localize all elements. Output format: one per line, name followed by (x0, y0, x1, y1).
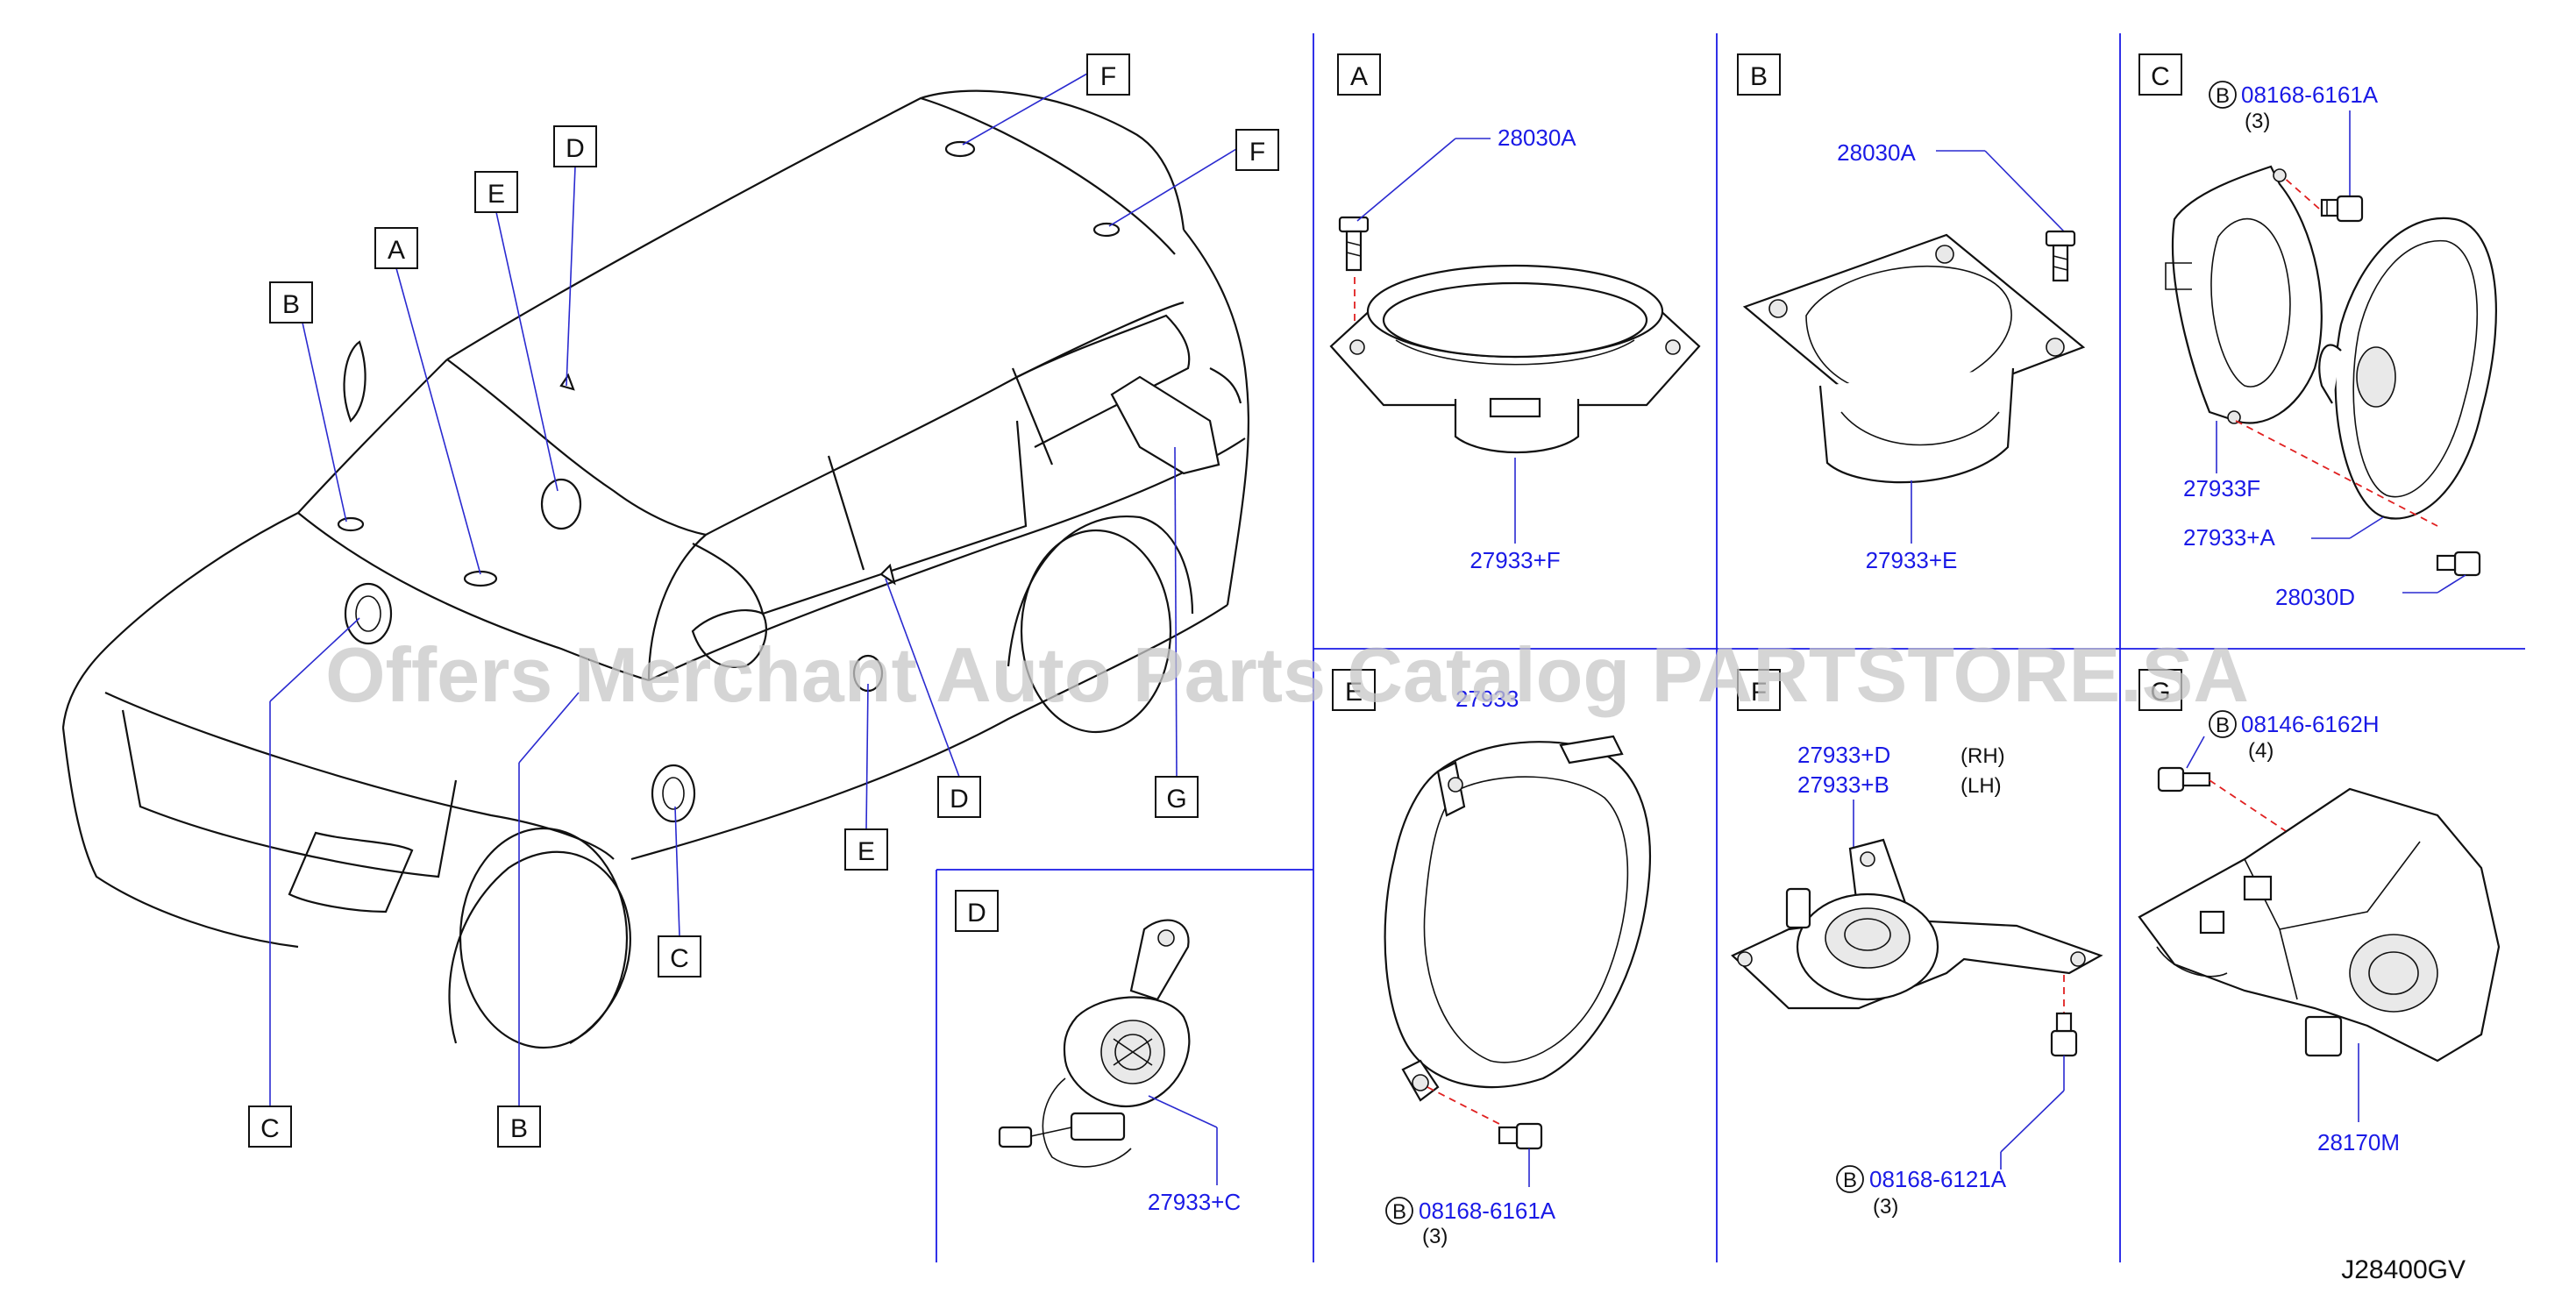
tweeter-f-icon (1731, 838, 2103, 1010)
svg-text:28030A: 28030A (1498, 124, 1576, 151)
svg-text:27933+C: 27933+C (1148, 1189, 1241, 1215)
svg-text:27933+A: 27933+A (2183, 524, 2275, 551)
svg-text:(RH): (RH) (1960, 744, 2005, 768)
svg-text:27933+B: 27933+B (1797, 771, 1889, 798)
svg-text:B: B (2216, 84, 2230, 108)
svg-text:(3): (3) (2245, 110, 2270, 133)
svg-text:A: A (388, 236, 405, 265)
svg-text:B: B (1392, 1200, 1406, 1224)
svg-text:B: B (282, 290, 300, 319)
callout-e-bottom[interactable]: E (844, 828, 888, 871)
callout-a-top[interactable]: A (374, 227, 418, 269)
svg-text:C: C (2151, 62, 2170, 91)
callout-g-bottom[interactable]: G (1155, 776, 1199, 818)
speaker-location-c-front (344, 582, 393, 645)
callout-d-top[interactable]: D (553, 125, 597, 167)
speaker-location-f-2 (1092, 222, 1121, 238)
svg-text:28030A: 28030A (1837, 139, 1916, 166)
svg-text:B: B (510, 1114, 528, 1143)
speaker-bracket-c-icon (2165, 165, 2323, 424)
svg-text:27933F: 27933F (2183, 475, 2260, 501)
screw-icon (2045, 230, 2076, 282)
svg-text:(LH): (LH) (1960, 774, 2002, 798)
svg-text:E: E (857, 837, 875, 866)
badge-b (2209, 710, 2237, 738)
svg-text:F: F (1751, 678, 1767, 707)
speaker-b-icon (1742, 233, 2086, 484)
svg-text:E: E (487, 180, 505, 209)
amplifier-g-icon (2138, 787, 2501, 1063)
svg-text:F: F (1249, 138, 1265, 167)
svg-text:27933+F: 27933+F (1469, 547, 1560, 573)
speaker-a-icon (1329, 264, 1701, 453)
svg-text:C: C (670, 944, 689, 973)
speaker-location-b (337, 516, 365, 532)
amplifier-location-g (1110, 375, 1220, 475)
speaker-c-icon (2318, 217, 2497, 520)
badge-b (1385, 1197, 1413, 1225)
svg-text:B: B (1750, 62, 1768, 91)
panel-g: G B 08146-6162H (4) 28170M (2138, 669, 2501, 1155)
svg-text:A: A (1350, 62, 1368, 91)
svg-text:D: D (566, 134, 585, 163)
diagram-code: J28400GV (2341, 1255, 2466, 1284)
callout-c-bottom-left[interactable]: C (248, 1105, 292, 1148)
svg-text:08146-6162H: 08146-6162H (2241, 711, 2380, 737)
speaker-location-c-rear (651, 764, 696, 823)
svg-text:27933+E: 27933+E (1866, 547, 1958, 573)
svg-text:28170M: 28170M (2317, 1129, 2400, 1155)
svg-text:(3): (3) (1873, 1195, 1898, 1219)
svg-text:D: D (967, 899, 986, 928)
screw-icon (1338, 216, 1370, 272)
bolt-icon (2157, 766, 2211, 793)
callout-b-top[interactable]: B (269, 281, 313, 323)
svg-text:B: B (2216, 714, 2230, 737)
svg-text:27933: 27933 (1455, 686, 1519, 712)
speaker-e-icon (1384, 735, 1651, 1102)
badge-b (1836, 1165, 1864, 1193)
watermark-text: Offers Merchant Auto Parts Catalog PARTS… (325, 631, 2249, 718)
panel-grid (936, 33, 2525, 1262)
panel-a: A 28030A 27933+F (1329, 53, 1701, 573)
callout-c-bottom[interactable]: C (658, 935, 701, 978)
svg-text:08168-6161A: 08168-6161A (2241, 82, 2379, 108)
svg-text:(3): (3) (1422, 1225, 1448, 1248)
panel-c: C B 08168-6161A (3) 27933F (2138, 53, 2497, 610)
speaker-location-e-front (540, 478, 582, 530)
callout-b-bottom[interactable]: B (497, 1105, 541, 1148)
svg-text:28030D: 28030D (2275, 584, 2355, 610)
speaker-location-d-front (559, 373, 575, 391)
svg-text:B: B (1843, 1169, 1857, 1192)
panel-e: E 27933 B 08168-6161A (3) (1332, 669, 1651, 1248)
speaker-location-f-1 (944, 140, 976, 158)
bolt-icon (2320, 195, 2364, 223)
svg-text:08168-6161A: 08168-6161A (1419, 1198, 1556, 1224)
bolt-icon (1498, 1122, 1543, 1150)
panel-f: F 27933+D (RH) 27933+B (LH) B 08168-6121… (1731, 669, 2103, 1219)
panel-b: B 28030A 27933+E (1737, 53, 2086, 573)
svg-text:C: C (260, 1114, 280, 1143)
vehicle-overview: B A E D F F C B (61, 53, 1279, 1148)
svg-text:08168-6121A: 08168-6121A (1869, 1166, 2007, 1192)
svg-text:D: D (950, 785, 969, 814)
svg-text:(4): (4) (2248, 739, 2274, 763)
speaker-location-d-rear (879, 563, 896, 586)
screw-icon (2436, 551, 2481, 577)
tweeter-d-icon (998, 919, 1191, 1168)
svg-text:G: G (2150, 678, 2170, 707)
badge-b (2209, 81, 2237, 109)
callout-e-top[interactable]: E (474, 171, 518, 213)
panel-d: D 27933+C (955, 890, 1241, 1215)
svg-text:F: F (1100, 62, 1116, 91)
svg-text:G: G (1166, 785, 1186, 814)
svg-text:E: E (1345, 678, 1363, 707)
bolt-icon (2050, 1012, 2078, 1057)
svg-text:27933+D: 27933+D (1797, 742, 1890, 768)
callout-d-bottom[interactable]: D (937, 776, 981, 818)
callout-f-top[interactable]: F (1086, 53, 1130, 96)
callout-f-right[interactable]: F (1235, 129, 1279, 171)
